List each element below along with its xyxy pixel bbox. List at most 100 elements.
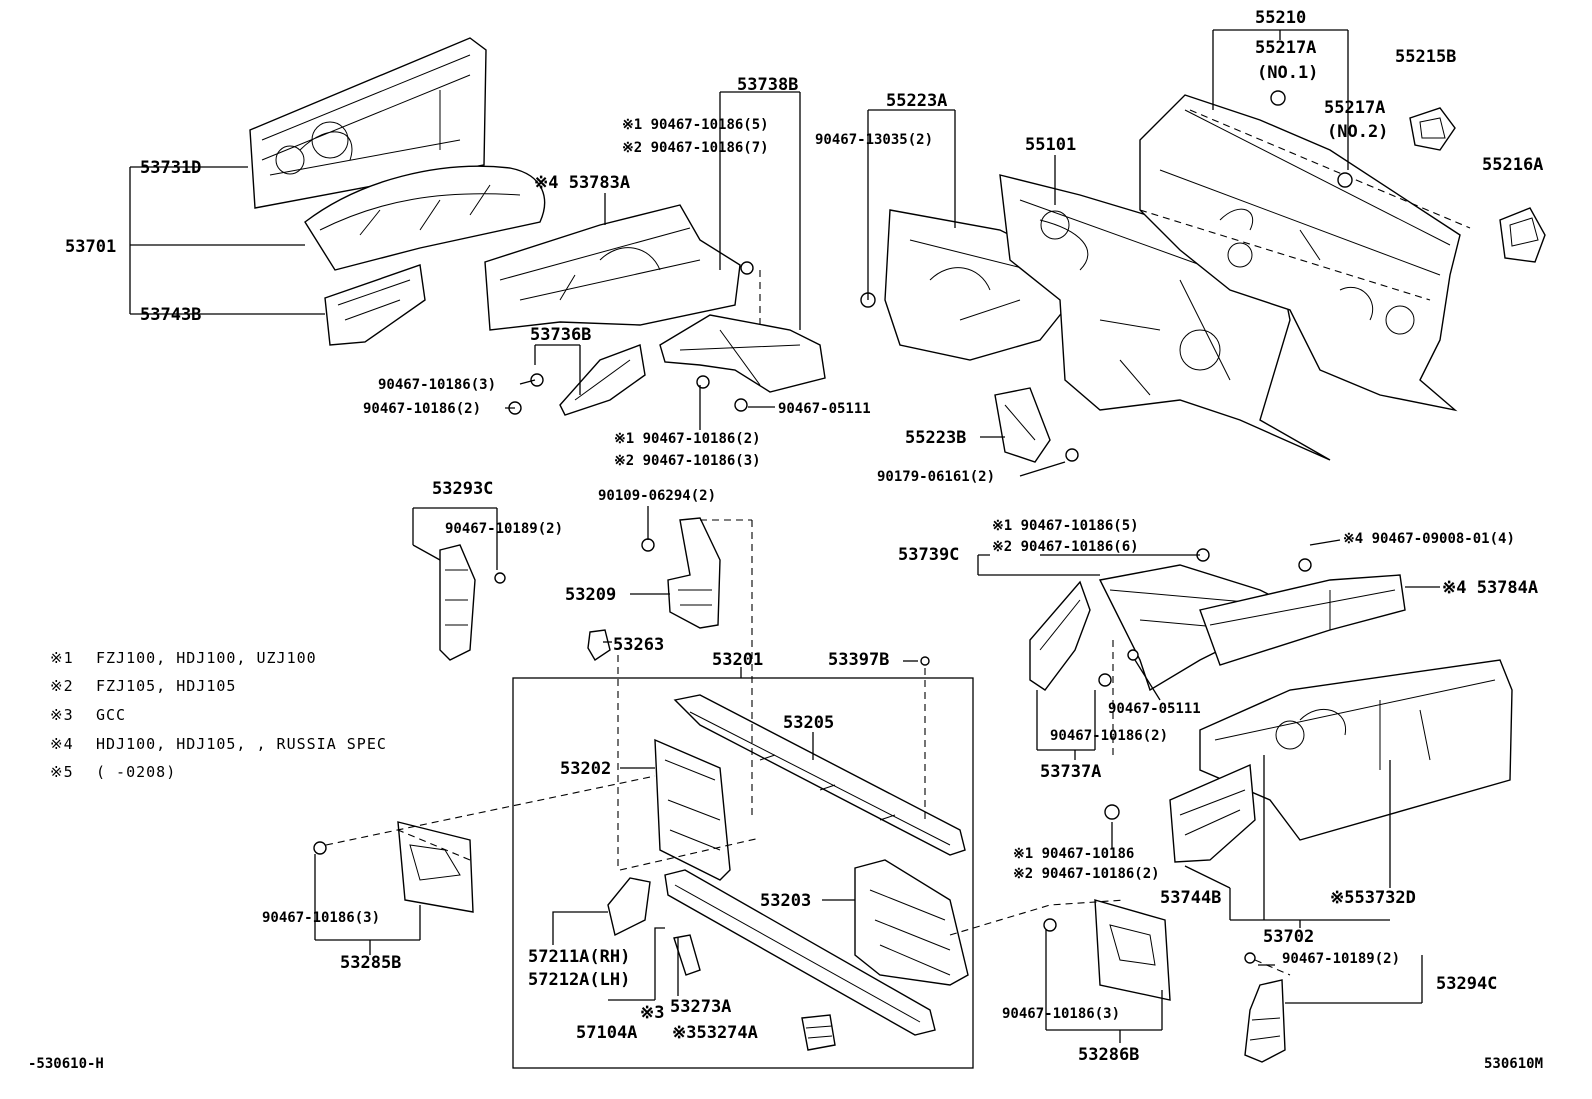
label-53744b: 53744B bbox=[1160, 888, 1221, 908]
label-90467-10186-3-s2: ※2 90467-10186(3) bbox=[614, 453, 761, 469]
label-90467-09008: ※4 90467-09008-01(4) bbox=[1343, 531, 1515, 547]
legend: ※1 FZJ100, HDJ100, UZJ100 ※2 FZJ105, HDJ… bbox=[50, 649, 387, 781]
part-53263-drawing bbox=[587, 629, 611, 661]
legend-mark-2: ※2 bbox=[50, 677, 74, 695]
part-53784a-drawing bbox=[1199, 574, 1406, 666]
label-90467-05111-top: 90467-05111 bbox=[778, 401, 871, 417]
label-53273a-mark: ※3 bbox=[640, 1003, 664, 1023]
label-53202: 53202 bbox=[560, 759, 611, 779]
label-90467-10189-2-right: 90467-10189(2) bbox=[1282, 951, 1400, 967]
footer-right-code: 530610M bbox=[1484, 1056, 1543, 1072]
part-53731d-drawing bbox=[249, 37, 487, 209]
part-55216a-drawing bbox=[1499, 207, 1546, 263]
label-90467-10186-3-br: 90467-10186(3) bbox=[1002, 1006, 1120, 1022]
label-53737a: 53737A bbox=[1040, 762, 1101, 782]
label-53743b: 53743B bbox=[140, 305, 201, 325]
footer-left-code: -530610-H bbox=[28, 1056, 104, 1072]
part-53293c-drawing bbox=[439, 544, 476, 661]
label-57104a: 57104A bbox=[576, 1023, 637, 1043]
label-57211a: 57211A(RH) bbox=[528, 947, 630, 967]
part-53209-drawing bbox=[667, 517, 721, 629]
part-53205-drawing bbox=[673, 694, 966, 856]
part-53738b-drawing bbox=[659, 314, 826, 393]
part-57211a-drawing bbox=[607, 877, 651, 937]
label-90467-05111-mid: 90467-05111 bbox=[1108, 701, 1201, 717]
part-53294c-drawing bbox=[1244, 979, 1286, 1063]
part-53286b-drawing bbox=[1094, 899, 1171, 1001]
label-90179-06161: 90179-06161(2) bbox=[877, 469, 995, 485]
part-53285b-drawing bbox=[397, 821, 474, 913]
label-90467-10186-6-s2: ※2 90467-10186(6) bbox=[992, 539, 1139, 555]
label-90467-10186-2-left: 90467-10186(2) bbox=[363, 401, 481, 417]
label-53294c: 53294C bbox=[1436, 974, 1497, 994]
label-55223a: 55223A bbox=[886, 91, 947, 111]
label-55215b: 55215B bbox=[1395, 47, 1456, 67]
label-53732d: ※553732D bbox=[1330, 888, 1416, 908]
part-53273a-drawing bbox=[673, 934, 701, 976]
label-53263: 53263 bbox=[613, 635, 664, 655]
label-90467-10189-2-left: 90467-10189(2) bbox=[445, 521, 563, 537]
part-53737a-drawing bbox=[1029, 580, 1091, 691]
leader-lines bbox=[129, 29, 1440, 1043]
part-53203-drawing bbox=[854, 859, 969, 986]
label-53285b: 53285B bbox=[340, 953, 401, 973]
label-53209: 53209 bbox=[565, 585, 616, 605]
legend-text-1: FZJ100, HDJ100, UZJ100 bbox=[96, 649, 317, 667]
label-90467-10186-5-s1: ※1 90467-10186(5) bbox=[622, 117, 769, 133]
label-53397b: 53397B bbox=[828, 650, 889, 670]
legend-text-4: HDJ100, HDJ105, , RUSSIA SPEC bbox=[96, 735, 387, 753]
label-53701: 53701 bbox=[65, 237, 116, 257]
legend-text-3: GCC bbox=[96, 706, 126, 724]
label-53286b: 53286B bbox=[1078, 1045, 1139, 1065]
label-53293c: 53293C bbox=[432, 479, 493, 499]
part-53202-drawing bbox=[654, 738, 731, 881]
label-55223b: 55223B bbox=[905, 428, 966, 448]
label-53784a: ※4 53784A bbox=[1442, 578, 1538, 598]
part-53739c-drawing bbox=[1098, 564, 1302, 692]
label-90467-10186-3-left: 90467-10186(3) bbox=[378, 377, 496, 393]
label-90467-10186-2-mid: 90467-10186(2) bbox=[1050, 728, 1168, 744]
label-53201: 53201 bbox=[712, 650, 763, 670]
legend-mark-5: ※5 bbox=[50, 763, 74, 781]
label-55217a-no1-note: (NO.1) bbox=[1257, 63, 1318, 83]
legend-text-5: ( -0208) bbox=[96, 763, 176, 781]
part-55210-drawing bbox=[1139, 94, 1461, 412]
part-53744b-drawing bbox=[1169, 763, 1256, 863]
radiator-support-frame bbox=[512, 677, 974, 1069]
label-55216a: 55216A bbox=[1482, 155, 1543, 175]
part-53783a-drawing bbox=[484, 204, 741, 331]
label-90467-10186-7-s2: ※2 90467-10186(7) bbox=[622, 140, 769, 156]
label-55217a-no1: 55217A bbox=[1255, 38, 1316, 58]
label-53203: 53203 bbox=[760, 891, 811, 911]
label-53739c: 53739C bbox=[898, 545, 959, 565]
part-53701-drawing bbox=[304, 165, 546, 271]
fasteners bbox=[313, 90, 1353, 964]
part-57104a-drawing bbox=[664, 869, 936, 1036]
label-55217a-no2: 55217A bbox=[1324, 98, 1385, 118]
label-57212a: 57212A(LH) bbox=[528, 970, 630, 990]
part-53274a-drawing bbox=[801, 1014, 836, 1051]
label-53205: 53205 bbox=[783, 713, 834, 733]
label-90109-06294: 90109-06294(2) bbox=[598, 488, 716, 504]
label-53738b: 53738B bbox=[737, 75, 798, 95]
label-53783a: ※4 53783A bbox=[534, 173, 630, 193]
label-53702: 53702 bbox=[1263, 927, 1314, 947]
label-53273a: 53273A bbox=[670, 997, 731, 1017]
legend-text-2: FZJ105, HDJ105 bbox=[96, 677, 236, 695]
part-55215b-drawing bbox=[1409, 107, 1456, 151]
legend-mark-3: ※3 bbox=[50, 706, 74, 724]
label-90467-10186-s1: ※1 90467-10186 bbox=[1013, 846, 1134, 862]
label-55210: 55210 bbox=[1255, 8, 1306, 28]
label-90467-10186-2-s1: ※1 90467-10186(2) bbox=[614, 431, 761, 447]
legend-mark-1: ※1 bbox=[50, 649, 74, 667]
part-55223b-drawing bbox=[994, 387, 1051, 463]
part-53743b-drawing bbox=[324, 264, 426, 346]
part-53736b-drawing bbox=[559, 344, 646, 416]
label-53274a: ※353274A bbox=[672, 1023, 758, 1043]
label-90467-10186-2-s2b: ※2 90467-10186(2) bbox=[1013, 866, 1160, 882]
label-90467-13035: 90467-13035(2) bbox=[815, 132, 933, 148]
label-90467-10186-5-s1b: ※1 90467-10186(5) bbox=[992, 518, 1139, 534]
legend-mark-4: ※4 bbox=[50, 735, 74, 753]
label-53736b: 53736B bbox=[530, 325, 591, 345]
